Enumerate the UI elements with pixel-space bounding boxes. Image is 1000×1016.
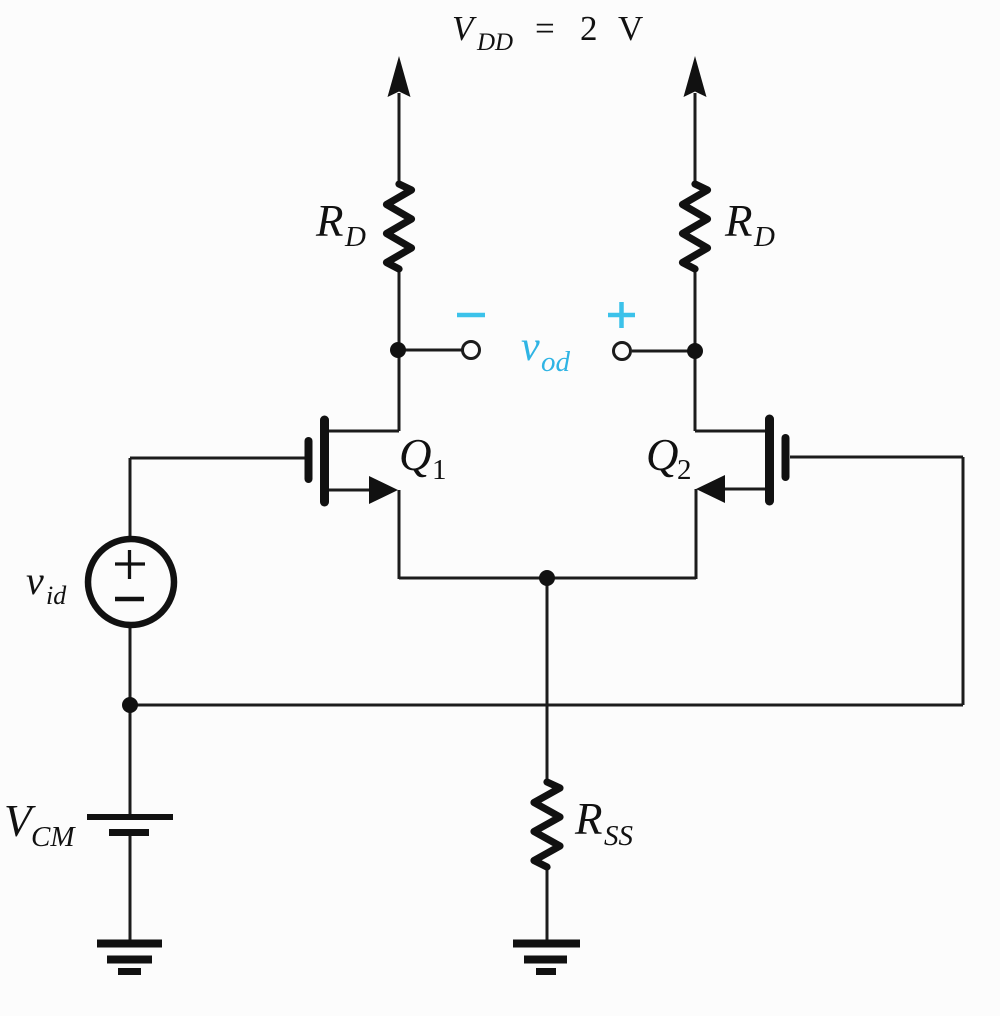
svg-text:R: R [315, 196, 344, 246]
svg-text:Q: Q [399, 430, 432, 480]
svg-text:DD: DD [476, 29, 513, 56]
svg-text:D: D [753, 221, 775, 253]
svg-text:1: 1 [432, 454, 447, 486]
svg-text:v: v [26, 558, 44, 603]
svg-text:od: od [541, 346, 571, 378]
svg-text:R: R [574, 794, 603, 844]
svg-text:CM: CM [31, 821, 76, 853]
svg-text:D: D [344, 221, 366, 253]
svg-text:V: V [452, 9, 477, 48]
svg-text:id: id [46, 581, 67, 610]
svg-text:=: = [535, 9, 555, 48]
svg-text:V: V [618, 9, 643, 48]
svg-text:2: 2 [580, 9, 598, 48]
svg-text:Q: Q [646, 430, 679, 480]
svg-text:SS: SS [604, 820, 634, 852]
svg-text:V: V [4, 796, 36, 846]
svg-text:v: v [521, 324, 540, 370]
svg-text:2: 2 [677, 454, 692, 486]
svg-text:R: R [724, 196, 753, 246]
